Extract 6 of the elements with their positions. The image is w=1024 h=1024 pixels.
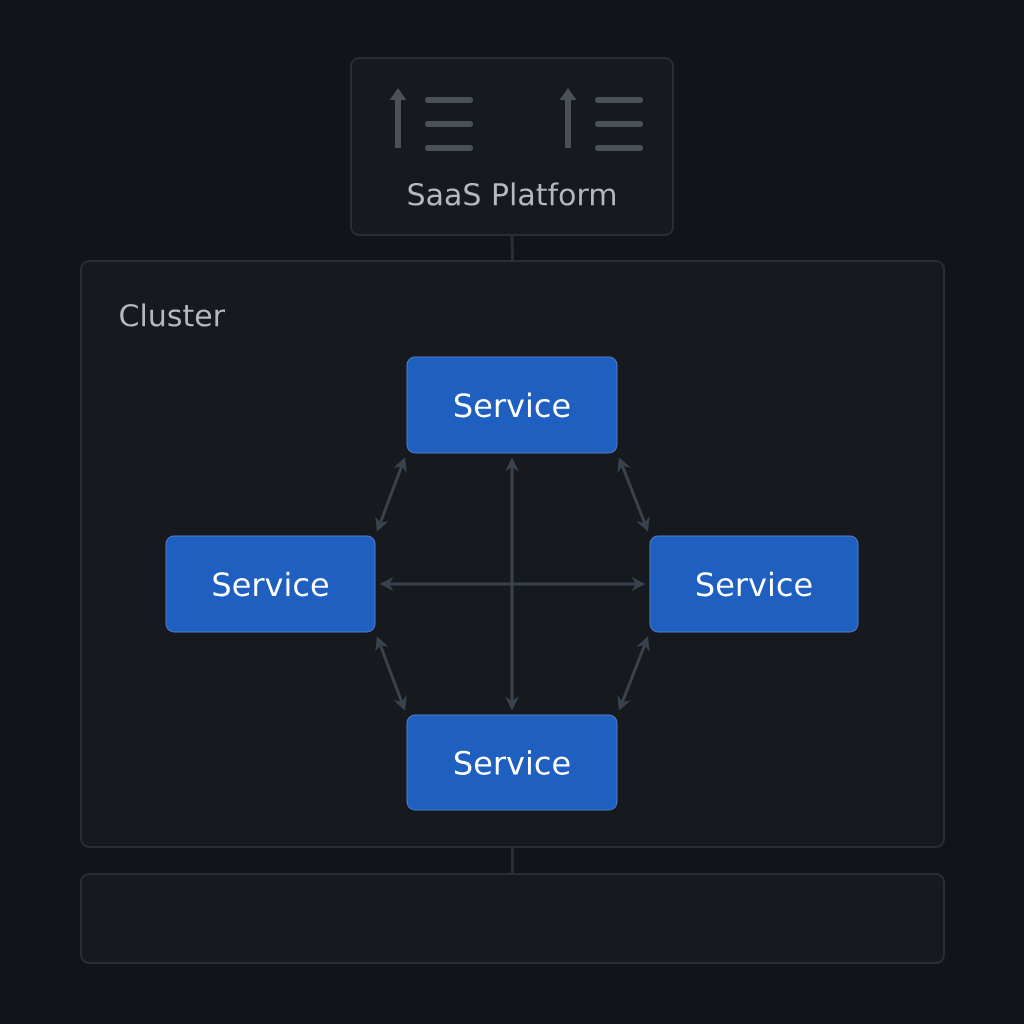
- service-box: Service: [406, 356, 618, 454]
- platform-box: SaaS Platform: [350, 57, 674, 236]
- service-box: Service: [649, 535, 859, 633]
- service-box: Service: [406, 714, 618, 811]
- layer-box: [80, 873, 945, 964]
- service-box: Service: [165, 535, 376, 633]
